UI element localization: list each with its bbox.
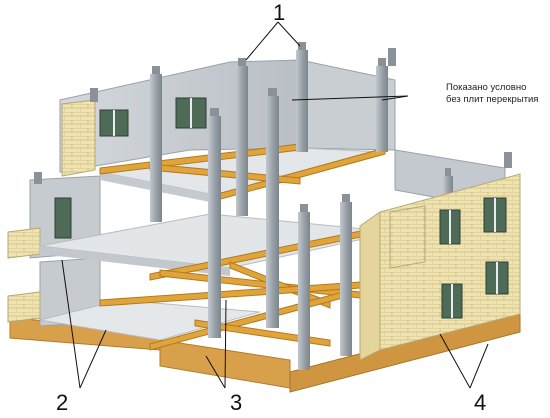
slab-ground — [39, 299, 261, 341]
callout-label-3: 3 — [230, 390, 242, 415]
right-window-upper-1 — [439, 209, 461, 245]
column-6 — [208, 108, 221, 338]
beam-grid-top — [99, 143, 386, 203]
callout-label-4: 4 — [474, 390, 486, 415]
column-2 — [236, 58, 248, 216]
right-window-lower-1 — [441, 283, 463, 319]
callout-label-2: 2 — [56, 390, 68, 415]
left-balcony-upper — [7, 227, 41, 259]
left-balcony-lower — [7, 291, 41, 323]
note-line-2: без плит перекрытия — [446, 94, 538, 105]
column-7 — [298, 204, 310, 370]
upper-window-1 — [99, 109, 129, 137]
note-line-1: Показано условно — [446, 82, 526, 93]
column-8 — [340, 194, 352, 356]
upper-window-2 — [175, 97, 207, 129]
callout-label-1: 1 — [273, 0, 285, 25]
column-3 — [296, 42, 308, 152]
right-window-lower-2 — [485, 261, 509, 295]
column-1 — [150, 66, 162, 222]
column-9 — [34, 48, 512, 206]
leader-lines — [61, 21, 489, 389]
right-window-upper-2 — [483, 197, 507, 233]
column-5 — [266, 88, 279, 328]
column-4 — [376, 58, 388, 152]
